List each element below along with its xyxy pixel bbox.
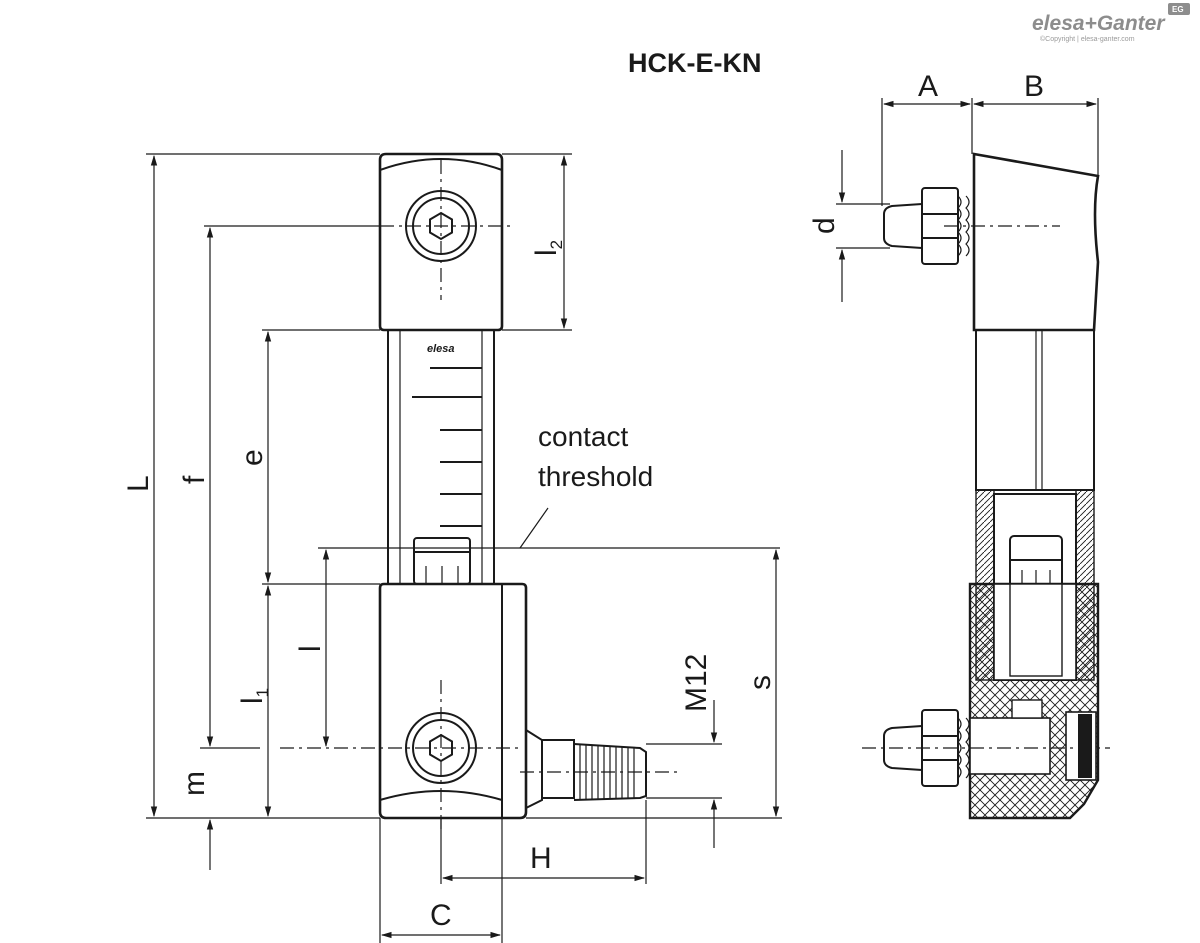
label-e: e [236,449,269,466]
side-view: A B d [808,70,1110,820]
label-f: f [178,475,211,484]
extension-lines [146,153,782,943]
annotation-line-2: threshold [538,461,653,492]
label-M12: M12 [680,654,713,712]
bottom-cap [378,582,647,820]
label-l: l [294,645,327,652]
label-B: B [1024,70,1044,103]
dimension-lines [150,154,780,939]
label-d: d [808,217,841,234]
side-bottom-block [862,582,1110,820]
copyright-text: ©Copyright | elesa-ganter.com [1040,35,1135,43]
side-top-cap [883,152,1100,332]
label-L: L [122,475,155,492]
brand-logo: elesa+Ganter [1032,12,1166,35]
annotation-leader [519,507,549,549]
brand-badge-text: EG [1172,5,1184,14]
front-view: elesa [122,152,782,943]
label-m: m [178,771,211,796]
label-A: A [918,70,938,103]
label-l1: l1 [236,688,272,704]
label-l2: l2 [530,240,566,256]
side-dimension-lines: A B d [808,70,1099,302]
dimension-labels: L f e l1 l m l2 s M12 H C [122,240,777,932]
product-code-title: HCK-E-KN [628,48,761,78]
center-lines [280,160,680,830]
body-logo: elesa [427,343,455,355]
brand-badge [1168,3,1190,15]
header: HCK-E-KN elesa+Ganter ©Copyright | elesa… [628,3,1190,78]
sight-tube: elesa [387,329,495,585]
label-s: s [744,675,777,690]
label-H: H [530,842,552,875]
label-C: C [430,899,452,932]
annotation-line-1: contact [538,421,628,452]
contact-threshold-annotation: contact threshold [519,421,653,549]
